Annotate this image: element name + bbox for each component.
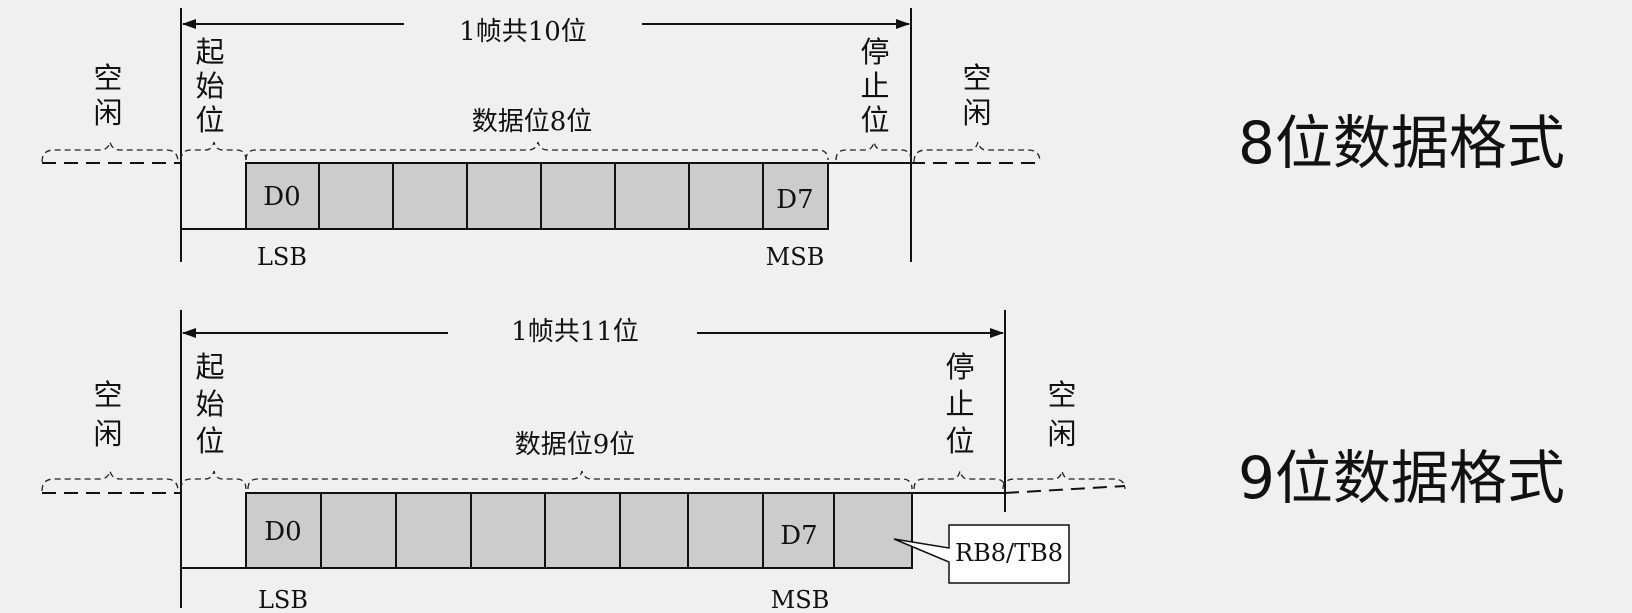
data-bits-label: 数据位9位 [515, 430, 636, 460]
d7-label: D7 [776, 185, 813, 215]
start-bit-brace [180, 470, 247, 490]
format-title-8bit: 8位数据格式 [1238, 109, 1565, 177]
idle-right-label-char: 空 [1047, 378, 1076, 412]
stop-bit-brace [835, 141, 912, 161]
start-bit-label-char: 起 [195, 350, 224, 384]
data-bit-cell [466, 162, 542, 230]
data-bit-cell [614, 162, 690, 230]
data-bits-brace [245, 141, 829, 161]
data-bit-cell-ninth [833, 492, 913, 569]
data-bit-cell [470, 492, 546, 569]
idle-right-label-char: 闲 [1047, 417, 1076, 451]
d0-label: D0 [263, 182, 300, 212]
data-bit-cell-d7 [762, 492, 835, 569]
lsb-label: LSB [257, 243, 307, 271]
data-bit-cell [395, 492, 472, 569]
stop-bit-label-char: 位 [945, 424, 974, 458]
start-bit-brace [180, 141, 247, 161]
frame-length-label: 1帧共11位 [511, 317, 639, 347]
start-bit-label-char: 始 [195, 69, 224, 103]
frame-8bit-group: 1帧共10位 空 闲 起 始 位 数据位8位 停 止 位 空 闲 [41, 8, 1565, 271]
start-bit-label-char: 起 [195, 35, 224, 69]
start-bit-label-char: 位 [195, 424, 224, 458]
data-bit-cell [544, 492, 621, 569]
idle-right-brace [913, 141, 1041, 163]
data-bit-cell [318, 162, 394, 230]
format-title-9bit: 9位数据格式 [1238, 444, 1565, 512]
stop-bit-label-char: 停 [860, 35, 889, 69]
d7-label: D7 [780, 521, 817, 551]
stop-bit-brace [913, 470, 1006, 490]
data-bit-cell [392, 162, 468, 230]
idle-left-brace [41, 470, 179, 492]
stop-bit-label-char: 止 [945, 387, 974, 421]
idle-left-label-char: 空 [93, 378, 122, 412]
data-bit-cell [687, 492, 764, 569]
data-bit-cell [619, 492, 689, 569]
stop-bit-label-char: 位 [860, 103, 889, 137]
d0-label: D0 [264, 517, 301, 547]
stop-bit-label-char: 止 [860, 69, 889, 103]
idle-left-brace [41, 141, 179, 163]
data-bits-brace [247, 470, 913, 490]
data-bit-cell [320, 492, 397, 569]
data-bit-cell-d0 [245, 492, 322, 569]
frame-9bit-group: 1帧共11位 空 闲 起 始 位 数据位9位 停 止 位 空 闲 [41, 310, 1565, 613]
idle-right-label-char: 闲 [962, 96, 991, 130]
data-bits-label: 数据位8位 [472, 107, 593, 137]
idle-high-dashed-right [1004, 485, 1126, 494]
frame-length-label: 1帧共10位 [459, 17, 587, 47]
idle-right-brace [1002, 470, 1126, 490]
data-bit-cell-d0 [245, 162, 320, 230]
idle-left-label-char: 闲 [93, 417, 122, 451]
msb-label: MSB [771, 586, 830, 613]
ninth-bit-callout-box [893, 524, 1070, 584]
msb-label: MSB [766, 243, 825, 271]
idle-left-label-char: 闲 [93, 96, 122, 130]
idle-left-label-char: 空 [93, 61, 122, 95]
idle-right-label-char: 空 [962, 61, 991, 95]
data-bit-cell-d7 [762, 162, 829, 230]
ninth-bit-callout-label: RB8/TB8 [955, 539, 1063, 567]
data-bit-cell [540, 162, 616, 230]
data-bit-cell [688, 162, 764, 230]
stop-bit-label-char: 停 [945, 350, 974, 384]
lsb-label: LSB [258, 586, 308, 613]
start-bit-label-char: 始 [195, 387, 224, 421]
start-bit-label-char: 位 [195, 103, 224, 137]
